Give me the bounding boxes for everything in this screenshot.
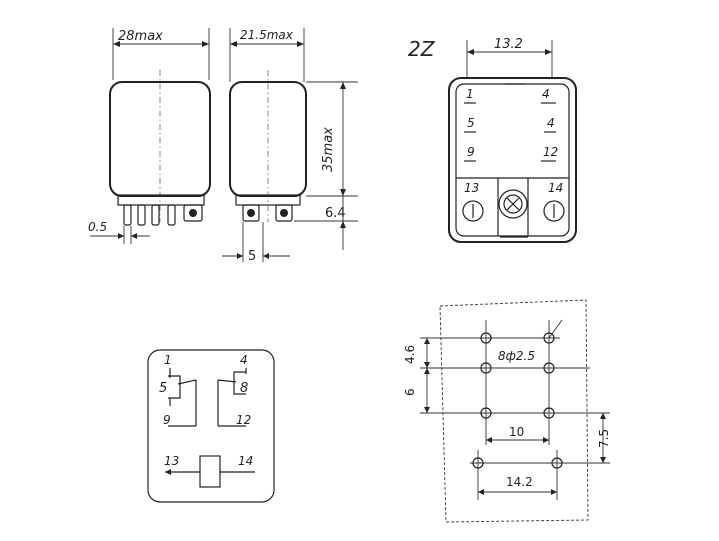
top-pin-9: 9 [467,145,475,159]
coil-terminal-right [543,200,565,222]
coil-pitch-label: 7.5 [597,429,611,448]
end-width-label: 21.5max [240,28,294,42]
sch-pin-14: 14 [238,454,253,468]
footprint-holes [472,332,563,469]
top-pin-4a: 4 [542,87,550,101]
pitch-upper-label: 4.6 [403,345,417,364]
top-pin-5: 5 [467,116,475,130]
end-pins [242,204,293,222]
top-pin-4b: 4 [547,116,555,130]
end-pin-spacing-label: 5 [248,249,256,264]
top-width-label: 13.2 [494,37,523,52]
side-pins [123,204,203,226]
coil-symbol [199,455,221,488]
footprint: 8ф2.5 4.6 6 10 14.2 7.5 [403,299,611,523]
model-label: 2Z [408,37,436,61]
pitch-mid-label: 6 [403,388,417,396]
side-width-label: 28max [118,29,163,44]
sch-pin-4: 4 [240,353,248,367]
inner-span-label: 10 [509,425,524,439]
outer-span-label: 14.2 [506,475,533,489]
end-height-label: 35max [321,127,336,172]
top-pin-1: 1 [466,87,474,101]
top-pin-13: 13 [464,181,479,195]
side-view: 28max 0.5 [88,28,211,244]
sch-pin-9: 9 [163,413,171,427]
sch-pin-1: 1 [164,353,172,367]
top-pin-12: 12 [543,145,558,159]
sch-pin-8: 8 [240,381,248,396]
sch-pin-12: 12 [236,413,251,427]
end-pin-length-label: 6.4 [325,206,346,221]
hole-label: 8ф2.5 [498,349,535,363]
sch-pin-13: 13 [164,454,179,468]
side-pin-width-label: 0.5 [88,220,107,234]
schematic: 1 5 9 4 8 12 13 14 [147,349,275,503]
coil-terminal-left [462,200,484,222]
end-view: 21.5max 35max 6.4 5 [222,28,358,264]
sch-pin-5: 5 [159,381,167,396]
top-view: 2Z 13.2 1 4 5 4 9 12 13 14 [408,37,577,243]
top-pin-14: 14 [548,181,563,195]
center-screw [498,189,528,219]
